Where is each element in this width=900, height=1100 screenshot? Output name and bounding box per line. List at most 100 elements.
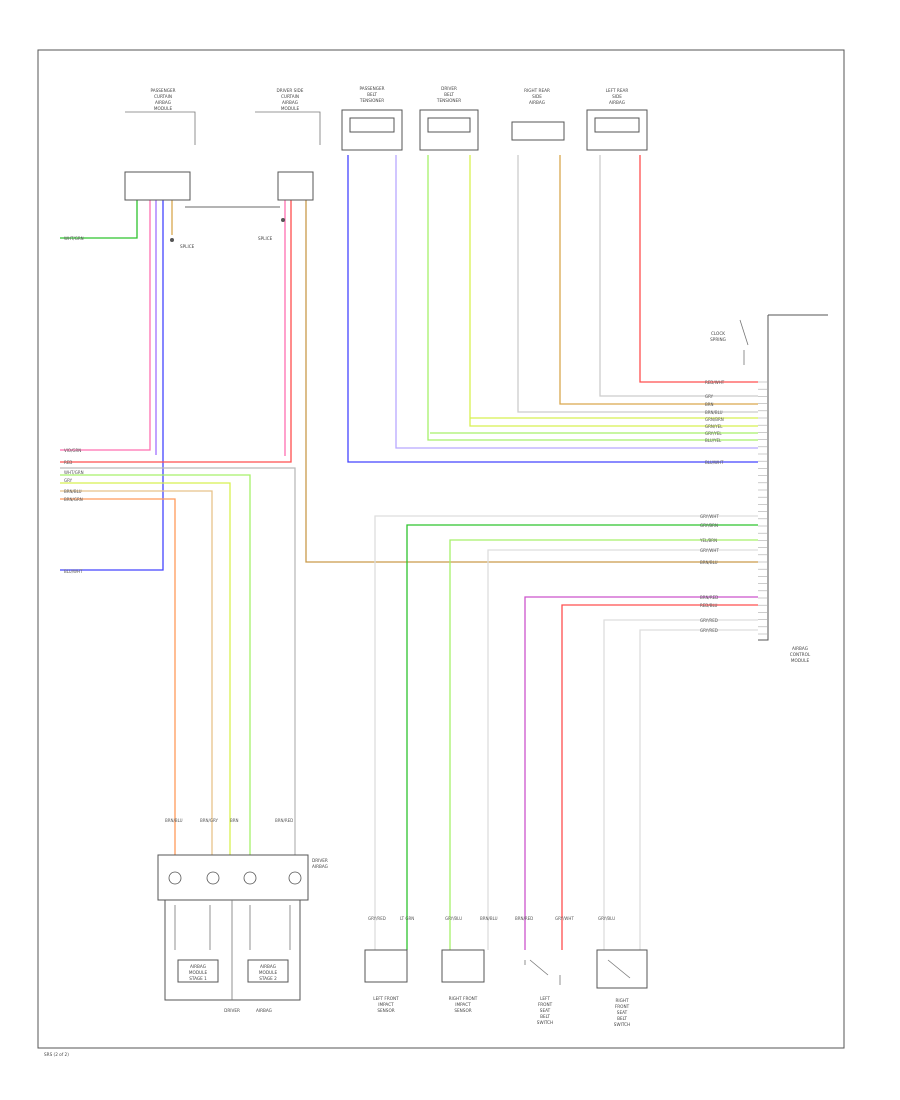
left-label-blu: BLU/WHT [64, 569, 83, 574]
pass-belt-label-2: BELT [367, 92, 377, 97]
bot-label-c: BRN [230, 818, 239, 823]
bot-label-j: GRY/WHT [555, 916, 574, 921]
driver-airbag-caption-1: DRIVER [224, 1008, 240, 1013]
driver-curtain-label-3: AIRBAG [282, 100, 298, 105]
diagram-frame [37, 49, 845, 1049]
lf-sensor-label-3: SENSOR [377, 1008, 394, 1013]
rf-sensor-label-2: IMPACT [455, 1002, 471, 1007]
pass-curtain-label-1: PASSENGER [150, 88, 175, 93]
lr-side-label-2: SIDE [612, 94, 622, 99]
right-label-n: BRN/BLU [700, 560, 718, 565]
control-module-label-2: CONTROL [790, 652, 811, 657]
wire-red-right [639, 155, 758, 383]
wire-yellowgreen-right [469, 155, 758, 427]
clock-spring-label-2: SPRING [710, 337, 726, 342]
wire-gray-lr4 [639, 629, 758, 950]
airbag-mod-2-label-3: STAGE 2 [259, 976, 277, 981]
right-belt-label-4: BELT [617, 1016, 627, 1021]
rf-sensor-label-1: RIGHT FRONT [449, 996, 478, 1001]
rr-side-box [511, 121, 565, 141]
right-belt-switch-box [596, 949, 648, 989]
right-label-i: BLU/WHT [705, 460, 724, 465]
splice-2-dot [281, 218, 285, 222]
wire-pink [60, 200, 151, 451]
right-label-g: GRY/YEL [705, 431, 722, 436]
driver-airbag-group: BRN/BLU BRN/GRY BRN BRN/RED DRIVER AIRBA… [157, 818, 328, 1013]
control-module-pins [758, 381, 768, 635]
left-wire-labels: WHT/GRN VIO/GRN RED WHT/GRN GRY BRN/BLU … [64, 236, 84, 574]
wire-lavender [395, 155, 758, 449]
airbag-mod-2-label-1: AIRBAG [260, 964, 276, 969]
right-label-b: GRY [705, 394, 714, 399]
rr-side-label-2: SIDE [532, 94, 542, 99]
right-label-p: RED/BLU [700, 603, 718, 608]
bot-label-e: GRY/RED [368, 916, 386, 921]
right-label-f: GRN/YEL [705, 424, 723, 429]
top-components: PASSENGER CURTAIN AIRBAG MODULE DRIVER S… [124, 86, 648, 201]
airbag-mod-1-label-1: AIRBAG [190, 964, 206, 969]
left-belt-label-5: SWITCH [537, 1020, 553, 1025]
bot-label-b: BRN/GRY [200, 818, 218, 823]
right-label-k: GRY/BRN [700, 523, 718, 528]
right-label-m: GRY/WHT [700, 548, 719, 553]
pass-curtain-label-4: MODULE [154, 106, 173, 111]
pass-curtain-label-3: AIRBAG [155, 100, 171, 105]
rf-sensor-box [441, 949, 485, 983]
rr-side-label-3: AIRBAG [529, 100, 545, 105]
clock-spring-connector [157, 854, 309, 901]
bot-label-h: BRN/BLU [480, 916, 498, 921]
airbag-mod-2-label-2: MODULE [259, 970, 278, 975]
bottom-sensors: GRY/RED LT GRN GRY/BLU BRN/BLU BRN/RED G… [364, 916, 648, 1027]
wire-gray-lr3 [603, 619, 758, 950]
wire-green-left [60, 200, 138, 239]
right-label-c: BRN [705, 402, 714, 407]
wire-gray-right1 [517, 155, 758, 413]
wire-gray-lr1 [374, 515, 758, 950]
wire-magenta-lr [524, 596, 758, 950]
control-module: AIRBAG CONTROL MODULE CLOCK SPRING [710, 314, 828, 663]
right-label-h: BLU/YEL [705, 438, 722, 443]
splices: SPLICE SPLICE [170, 218, 285, 249]
pass-belt-tensioner-inner [349, 117, 395, 133]
bot-label-k: GRY/BLU [598, 916, 615, 921]
wire-gray-lr2 [487, 549, 758, 950]
left-label-brn: BRN/BLU [64, 489, 82, 494]
left-belt-label-4: BELT [540, 1014, 550, 1019]
right-belt-switch-contact [607, 959, 631, 979]
right-label-o: BRN/RED [700, 595, 718, 600]
splice-1-label: SPLICE [180, 244, 195, 249]
bot-label-f: LT GRN [400, 916, 414, 921]
wire-tan-left2 [60, 490, 213, 860]
driver-curtain-label-1: DRIVER SIDE [277, 88, 304, 93]
airbag-stage-1-box [177, 959, 219, 983]
right-label-l: YEL/BRN [699, 538, 717, 543]
driver-belt-label-2: BELT [444, 92, 454, 97]
right-belt-label-1: RIGHT [615, 998, 629, 1003]
wire-lightgreen-lr [449, 539, 758, 950]
left-belt-switch-contact [524, 959, 561, 985]
splice-1-dot [170, 238, 174, 242]
pin-1 [168, 871, 182, 885]
left-belt-label-1: LEFT [540, 996, 550, 1001]
airbag-mod-1-label-3: STAGE 1 [189, 976, 207, 981]
pass-curtain-leader [125, 111, 196, 145]
rf-sensor-label-3: SENSOR [454, 1008, 471, 1013]
airbag-stage-2-box [247, 959, 289, 983]
wire-orange-left [60, 498, 176, 860]
clock-spring-switch [739, 319, 749, 365]
bot-label-a: BRN/BLU [165, 818, 183, 823]
page-code: SRS (2 of 2) [44, 1052, 69, 1057]
lf-sensor-box [364, 949, 408, 983]
driver-airbag-label-1: DRIVER [312, 858, 328, 863]
wire-tan-right [559, 155, 758, 405]
splice-2-label: SPLICE [258, 236, 273, 241]
airbag-module-frame [164, 899, 301, 1001]
right-belt-label-2: FRONT [615, 1004, 630, 1009]
right-label-q: GRY/RED [700, 618, 718, 623]
wire-green-lr [406, 524, 758, 950]
left-label-brn2: BRN/GRN [64, 497, 83, 502]
driver-belt-label-3: TENSIONER [436, 98, 461, 103]
clock-spring-label-1: CLOCK [711, 331, 725, 336]
right-wire-labels: RED/WHT GRY BRN BRN/BLU GRN/BRN GRN/YEL … [699, 380, 725, 633]
